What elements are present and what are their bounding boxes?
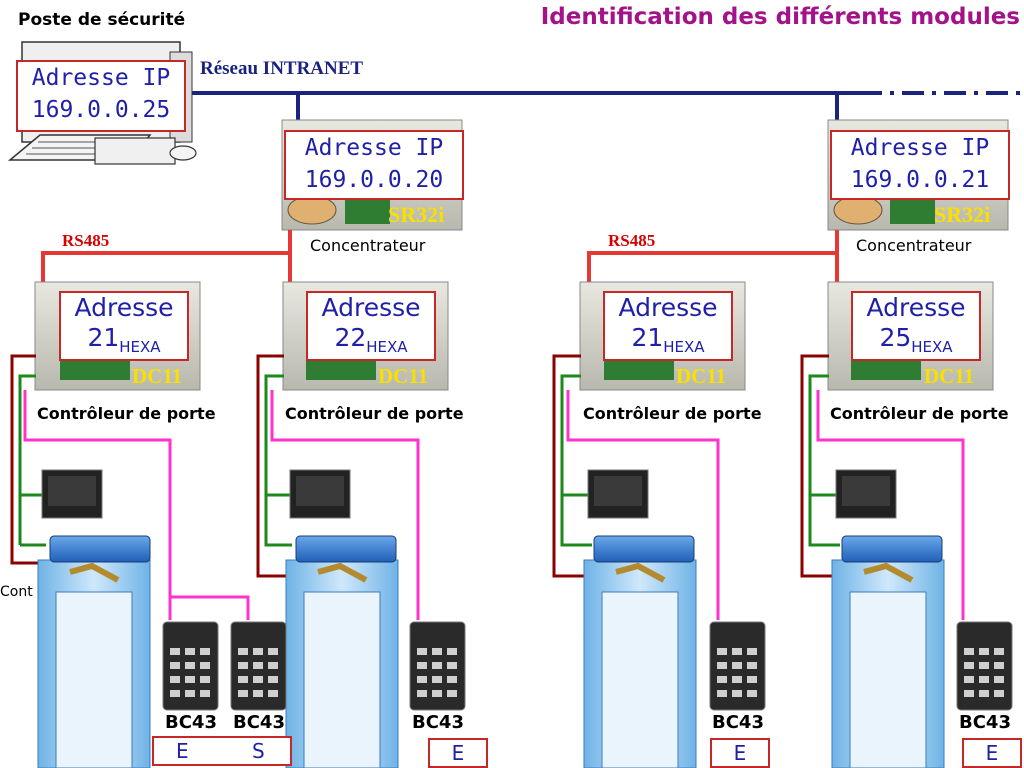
rs485-bus-2 [587,230,839,282]
keypad-label-5: BC43 [959,712,1011,733]
card-reader-icon-4 [835,469,897,519]
address-base: HEXA [119,338,161,356]
intranet-network-line [186,91,1024,122]
security-station-label: Poste de sécurité [18,10,186,30]
card-reader-icon-2 [289,469,351,519]
address-word: Adresse [74,293,174,322]
wires-door-1 [10,354,250,620]
concentrator-ip-box-2: Adresse IP 169.0.0.21 [830,130,1010,200]
ip-value: 169.0.0.21 [850,167,990,193]
address-number: 22 [334,323,367,352]
controller-model-3: DC11 [676,364,727,388]
keypad-label-4: BC43 [712,712,764,733]
controller-model-1: DC11 [132,364,183,388]
io-entry: E [733,741,747,765]
card-reader-icon-3 [587,469,649,519]
ip-caption: Adresse IP [304,135,444,161]
controller-label-2: Contrôleur de porte [285,404,464,423]
io-entry: E [985,741,999,765]
keypad-icon-3 [409,621,466,711]
ip-caption: Adresse IP [31,65,171,91]
address-base: HEXA [663,338,705,356]
io-box-1: E S [152,736,292,766]
page-title: Identification des différents modules [540,4,1020,30]
card-reader-icon-1 [41,469,103,519]
keypad-icon-2 [230,621,287,711]
rs485-label-1: RS485 [62,231,110,250]
address-number: 21 [87,323,120,352]
controller-model-2: DC11 [378,364,429,388]
ip-value: 169.0.0.25 [31,97,171,123]
wires-door-4 [800,354,965,620]
controller-model-4: DC11 [924,364,975,388]
security-station-ip-box: Adresse IP 169.0.0.25 [16,60,186,132]
concentrator-ip-box-1: Adresse IP 169.0.0.20 [284,130,464,200]
io-exit: S [252,739,265,763]
network-label: Réseau INTRANET [200,58,364,79]
ip-caption: Adresse IP [850,135,990,161]
address-word: Adresse [618,293,718,322]
concentrator-label-2: Concentrateur [856,236,972,255]
address-base: HEXA [911,338,953,356]
concentrator-model-1: SR32i [388,202,445,227]
address-number: 21 [631,323,664,352]
keypad-icon-1 [162,621,219,711]
controller-address-box-3: Adresse 21HEXA [603,291,733,361]
controller-address-box-4: Adresse 25HEXA [851,291,981,361]
door-icon-2 [285,535,399,768]
wires-door-3 [552,354,720,620]
address-number: 25 [879,323,912,352]
keypad-label-2: BC43 [233,712,285,733]
controller-label-4: Contrôleur de porte [830,404,1009,423]
address-base: HEXA [366,338,408,356]
door-icon-3 [583,535,697,768]
controller-address-box-1: Adresse 21HEXA [59,291,189,361]
truncated-label: Cont [0,584,33,600]
io-entry: E [176,739,189,763]
keypad-label-3: BC43 [412,712,464,733]
wires-door-2 [256,354,420,620]
door-icon-4 [831,535,945,768]
controller-address-box-2: Adresse 22HEXA [306,291,436,361]
controller-label-1: Contrôleur de porte [37,404,216,423]
io-box-3: E [710,738,770,768]
io-box-4: E [962,738,1022,768]
door-icon-1 [37,535,151,768]
keypad-icon-4 [709,621,766,711]
rs485-bus-1 [41,230,292,282]
keypad-label-1: BC43 [165,712,217,733]
controller-label-3: Contrôleur de porte [583,404,762,423]
io-box-2: E [428,738,488,768]
rs485-label-2: RS485 [608,231,656,250]
keypad-icon-5 [956,621,1013,711]
concentrator-model-2: SR32i [934,202,991,227]
io-entry: E [451,741,465,765]
address-word: Adresse [321,293,421,322]
address-word: Adresse [866,293,966,322]
concentrator-label-1: Concentrateur [310,236,426,255]
ip-value: 169.0.0.20 [304,167,444,193]
